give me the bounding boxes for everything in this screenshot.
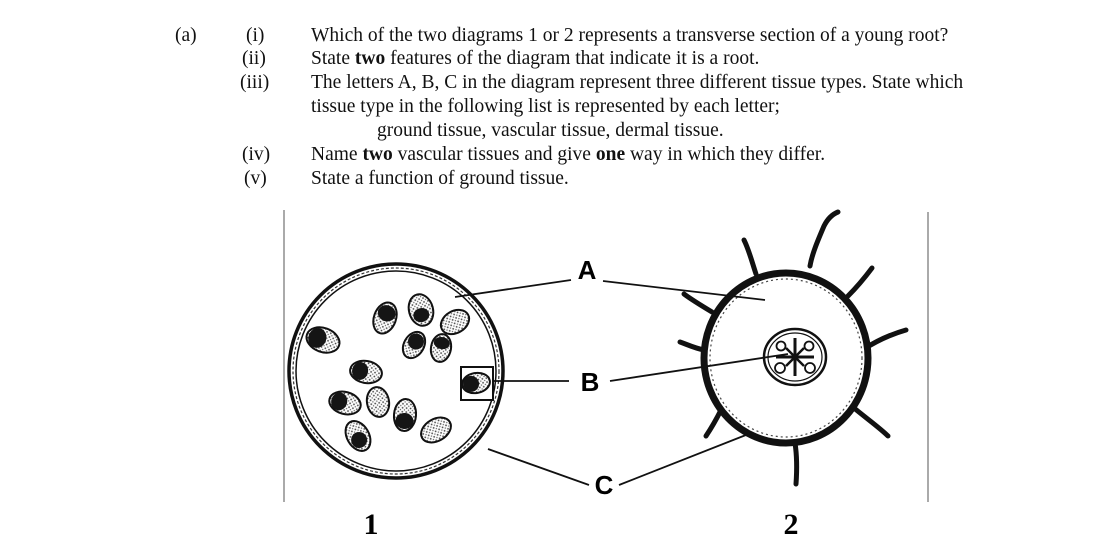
label-a: A — [578, 255, 597, 285]
item-number-iv: (iv) — [242, 144, 271, 165]
question-iii-line1: The letters A, B, C in the diagram repre… — [311, 72, 964, 93]
question-iv-pre: Name — [311, 144, 363, 165]
leader-c-left — [487, 448, 590, 486]
vascular-bundle — [401, 330, 427, 360]
item-number-ii: (ii) — [242, 48, 266, 69]
root-hairs — [677, 209, 909, 487]
tissue-list: ground tissue, vascular tissue, dermal t… — [377, 120, 724, 141]
leader-b-right — [609, 353, 789, 382]
vascular-bundle — [349, 359, 383, 385]
item-number-i: (i) — [246, 25, 265, 46]
diagram-2-root-section — [677, 209, 909, 487]
question-ii-pre: State — [311, 48, 355, 69]
question-iv-mid: vascular tissues and give — [392, 144, 596, 165]
question-v: State a function of ground tissue. — [311, 168, 569, 189]
question-iv: Name two vascular tissues and give one w… — [311, 143, 825, 167]
vascular-bundle — [372, 301, 398, 335]
diagram-1-stem-section — [287, 262, 505, 480]
question-ii: State two features of the diagram that i… — [311, 47, 759, 71]
leader-a-left — [454, 279, 572, 298]
item-number-v: (v) — [244, 168, 267, 189]
leader-lines — [454, 279, 789, 486]
vascular-cylinder — [762, 327, 828, 387]
part-label: (a) — [175, 25, 197, 46]
figure-1-label: 1 — [364, 508, 379, 541]
vascular-bundle — [328, 390, 362, 416]
question-ii-post: features of the diagram that indicate it… — [385, 48, 760, 69]
question-ii-bold: two — [354, 48, 386, 69]
leader-a-right — [602, 280, 766, 301]
question-iv-bold1: two — [362, 144, 393, 165]
vascular-bundle — [429, 333, 453, 363]
vascular-bundles — [305, 293, 494, 452]
question-i: Which of the two diagrams 1 or 2 represe… — [311, 25, 949, 46]
question-iv-post: way in which they differ. — [625, 144, 826, 165]
label-c: C — [595, 470, 614, 500]
leader-c-right — [618, 432, 752, 486]
item-number-iii: (iii) — [240, 72, 270, 93]
vascular-bundle — [439, 308, 471, 336]
label-b: B — [581, 367, 600, 397]
figure-2-label: 2 — [784, 508, 799, 541]
vascular-bundle — [305, 326, 341, 354]
vascular-bundle — [407, 293, 435, 327]
vascular-bundle — [420, 416, 452, 444]
vascular-bundle — [392, 398, 418, 432]
vascular-bundle — [365, 386, 391, 418]
question-iv-bold2: one — [595, 144, 626, 165]
question-iii-line2: tissue type in the following list is rep… — [311, 96, 780, 117]
vascular-bundle — [344, 420, 372, 452]
vascular-bundle-highlighted — [461, 371, 491, 395]
